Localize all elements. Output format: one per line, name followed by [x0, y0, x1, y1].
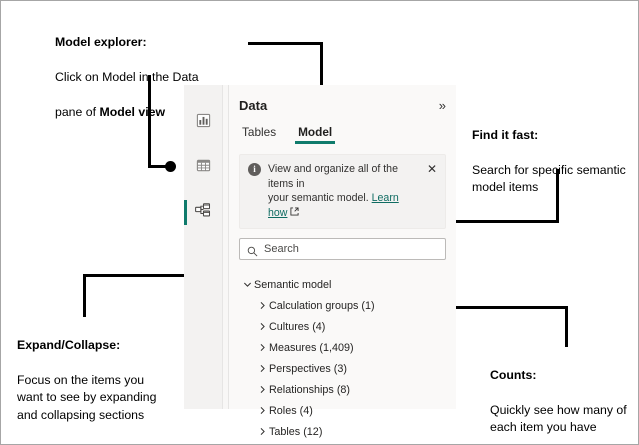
chevron-right-icon[interactable]	[256, 427, 269, 436]
model-view-icon	[195, 202, 212, 223]
view-switcher-rail	[184, 85, 223, 409]
tree-item-label: Perspectives (3)	[269, 362, 348, 375]
chevron-right-icon[interactable]	[256, 385, 269, 394]
sidebar-item-data-view[interactable]	[184, 152, 223, 183]
callout-find-it-fast-body: Search for specific semantic model items	[472, 162, 626, 195]
rail-divider	[223, 85, 229, 409]
tree-item-label: Measures (1,409)	[269, 341, 354, 354]
tree-item-label: Semantic model	[254, 278, 332, 291]
callout-expand-collapse: Expand/Collapse: Focus on the items you …	[17, 319, 167, 424]
search-icon	[247, 244, 258, 256]
chevron-down-icon[interactable]	[241, 280, 254, 289]
data-pane-tabs: Tables Model	[239, 125, 446, 144]
leader-line-counts-v	[565, 306, 568, 347]
tree-item-perspectives[interactable]: Perspectives (3)	[239, 358, 446, 379]
search-input[interactable]: Search	[239, 238, 446, 260]
tree-item-label: Calculation groups (1)	[269, 299, 375, 312]
sidebar-item-report-view[interactable]	[184, 107, 223, 138]
close-icon[interactable]: ✕	[426, 162, 437, 176]
tree-item-calculation-groups[interactable]: Calculation groups (1)	[239, 295, 446, 316]
callout-counts: Counts: Quickly see how many of each ite…	[490, 349, 639, 437]
tree-item-label: Roles (4)	[269, 404, 313, 417]
tree-item-label: Tables (12)	[269, 425, 323, 438]
tree-item-label: Relationships (8)	[269, 383, 351, 396]
leader-line-model-explorer-h1	[248, 42, 323, 45]
leader-line-model-explorer-v1	[320, 42, 323, 115]
callout-expand-collapse-heading: Expand/Collapse:	[17, 337, 121, 352]
leader-dot-model-explorer-rail	[165, 161, 176, 172]
tab-tables[interactable]: Tables	[242, 125, 277, 139]
tree-item-relationships[interactable]: Relationships (8)	[239, 379, 446, 400]
callout-model-explorer-line1: Click on Model in the Data	[55, 69, 199, 84]
callout-counts-body: Quickly see how many of each item you ha…	[490, 402, 627, 435]
search-placeholder: Search	[264, 243, 299, 255]
page-title: Data	[239, 97, 268, 113]
sidebar-item-model-view[interactable]	[184, 197, 223, 228]
callout-find-it-fast: Find it fast: Search for specific semant…	[472, 109, 637, 197]
callout-model-explorer-line2-strong: Model view	[99, 104, 166, 119]
chevron-right-icon[interactable]	[256, 406, 269, 415]
tree-item-measures[interactable]: Measures (1,409)	[239, 337, 446, 358]
callout-counts-heading: Counts:	[490, 367, 537, 382]
tree-item-semantic-model[interactable]: Semantic model	[239, 274, 446, 295]
callout-find-it-fast-heading: Find it fast:	[472, 127, 539, 142]
info-icon: i	[248, 163, 261, 176]
tree-item-label: Cultures (4)	[269, 320, 326, 333]
chevron-right-icon[interactable]	[256, 301, 269, 310]
tree-item-roles[interactable]: Roles (4)	[239, 400, 446, 421]
info-banner-line1: View and organize all of the items in	[268, 163, 398, 190]
external-link-icon	[290, 206, 299, 221]
tree-item-tables[interactable]: Tables (12)	[239, 421, 446, 442]
leader-line-expand-collapse-h	[83, 274, 235, 277]
data-pane-header: Data »	[239, 85, 446, 119]
tree-item-cultures[interactable]: Cultures (4)	[239, 316, 446, 337]
leader-line-model-explorer-h2	[148, 165, 172, 168]
collapse-pane-icon[interactable]: »	[438, 97, 446, 113]
leader-line-find-it-fast-v	[556, 169, 559, 223]
data-pane-content: Data » Tables Model i View and organize …	[229, 85, 456, 438]
tab-model[interactable]: Model	[295, 125, 336, 144]
chevron-right-icon[interactable]	[256, 322, 269, 331]
semantic-model-tree: Semantic model Calculation groups (1)	[239, 274, 446, 442]
leader-line-find-it-fast-h	[401, 220, 559, 223]
leader-line-expand-collapse-v	[83, 274, 86, 317]
table-view-icon	[196, 158, 211, 178]
data-pane: Data » Tables Model i View and organize …	[184, 85, 456, 438]
callout-model-explorer-line2-pre: pane of	[55, 104, 100, 119]
callout-expand-collapse-body: Focus on the items you want to see by ex…	[17, 372, 157, 422]
callout-model-explorer: Model explorer: Click on Model in the Da…	[55, 16, 255, 121]
leader-line-counts-h	[349, 306, 568, 309]
leader-line-model-explorer-v2	[148, 75, 151, 168]
callout-model-explorer-heading: Model explorer:	[55, 34, 147, 49]
report-view-icon	[196, 113, 211, 133]
info-banner-text: View and organize all of the items in yo…	[268, 162, 420, 220]
info-banner-line2: your semantic model.	[268, 192, 369, 204]
chevron-right-icon[interactable]	[256, 364, 269, 373]
learn-how-link[interactable]: Learn how	[268, 192, 399, 219]
info-banner: i View and organize all of the items in …	[239, 154, 446, 229]
chevron-right-icon[interactable]	[256, 343, 269, 352]
